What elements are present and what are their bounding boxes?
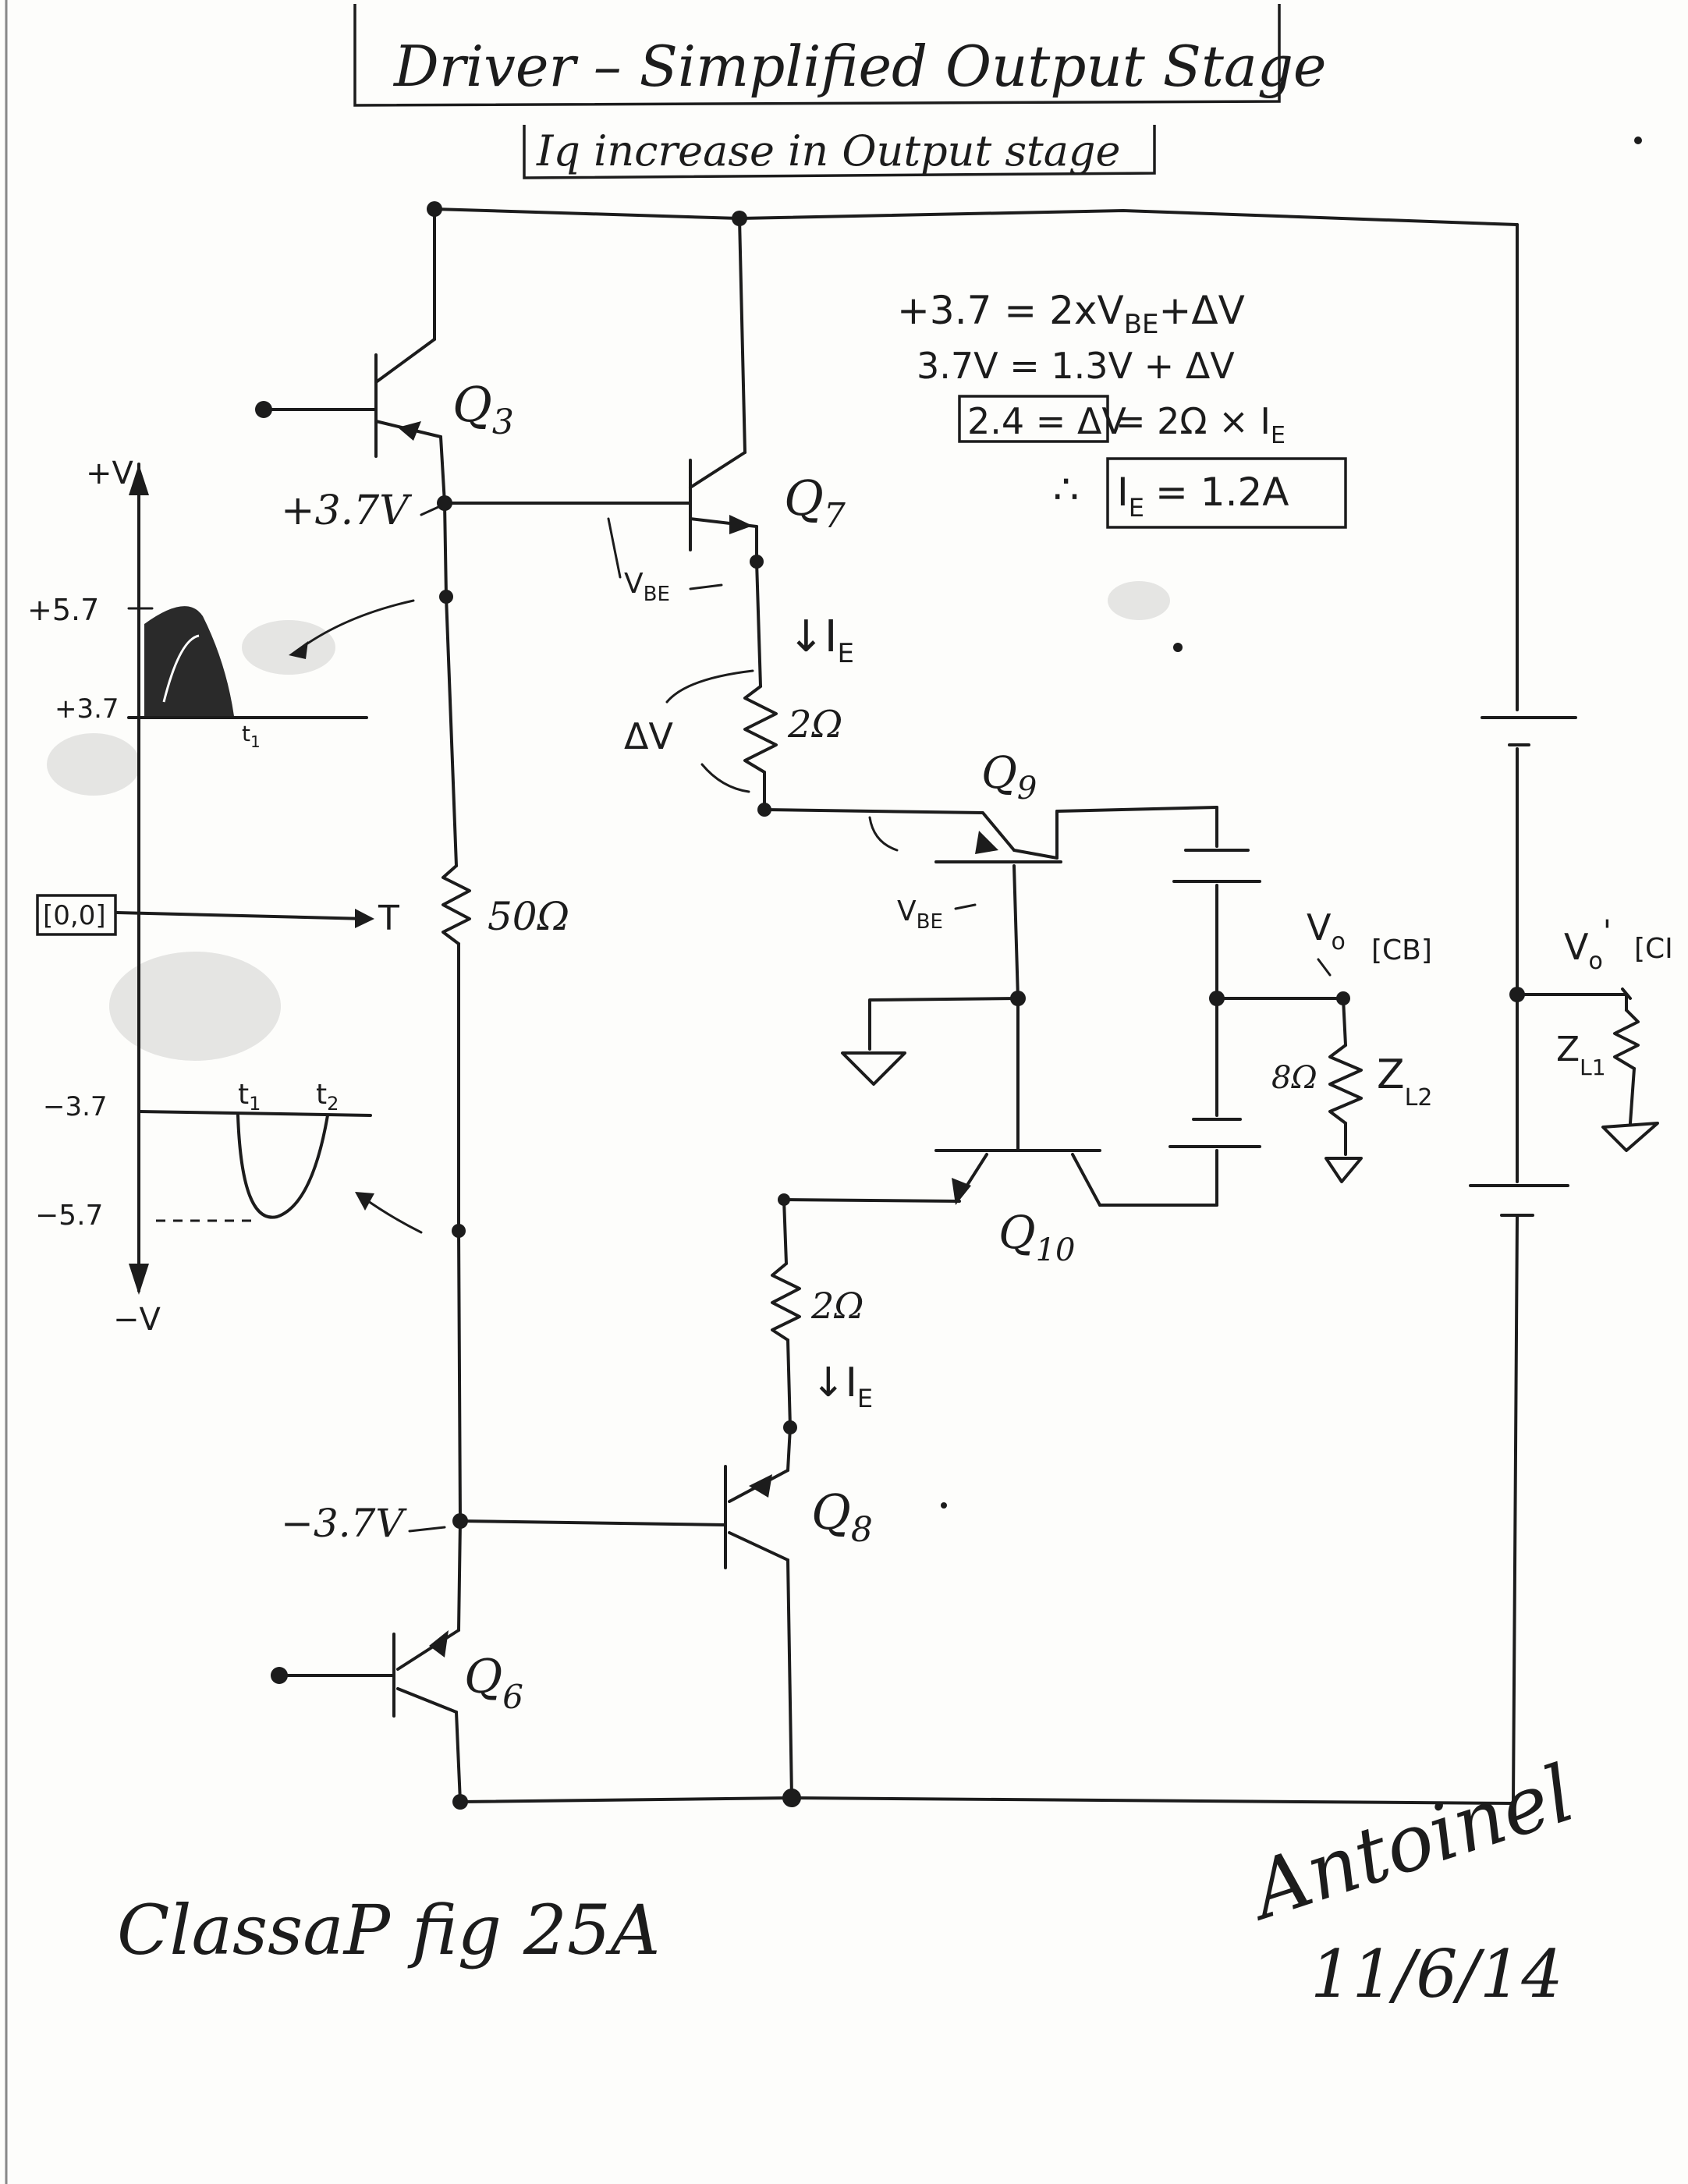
- transistor-q3: Q3: [255, 207, 514, 505]
- tick-minus-5-7: −5.7: [35, 1200, 103, 1232]
- date-label: 11/6/14: [1310, 1936, 1563, 2012]
- minus-3-7v-label: −3.7V: [281, 1501, 407, 1546]
- plus-v-label: +V: [86, 456, 134, 491]
- vbe-label-mid: VBE: [897, 895, 943, 934]
- transistor-q6: Q6: [271, 1519, 523, 1803]
- r-50ohm-label: 50Ω: [488, 894, 569, 939]
- r-2ohm-top-label: 2Ω: [787, 703, 842, 746]
- q7-label: Q7: [784, 470, 846, 536]
- therefore-symbol: ∴: [1053, 466, 1079, 513]
- equation-line-1: +3.7 = 2xVBE+ΔV: [897, 288, 1245, 340]
- emitter-resistor-top: ↓IE 2Ω ΔV: [624, 560, 854, 817]
- transistor-q8: Q8: [459, 1426, 873, 1799]
- title-block: Driver – Simplified Output Stage Iq incr…: [353, 4, 1327, 179]
- zl1-label: ZL1: [1556, 1030, 1606, 1080]
- transistor-q9: Q9 VBE: [763, 748, 1218, 1000]
- emitter-resistor-bottom: 2Ω ↓IE: [771, 1198, 873, 1434]
- ground-center: [841, 991, 1026, 1086]
- q10-label: Q10: [998, 1206, 1075, 1268]
- q3-label: Q3: [452, 376, 514, 442]
- figure-caption: ClassaP fig 25A: [117, 1890, 660, 1970]
- equations-block: +3.7 = 2xVBE+ΔV 3.7V = 1.3V + ΔV 2.4 = Δ…: [897, 288, 1347, 529]
- ie-label-top: ↓IE: [788, 612, 854, 669]
- output-ci: Vo' [CI ZL1: [1556, 914, 1673, 1152]
- vo-cb-label: Vo: [1307, 906, 1346, 956]
- scan-noise: [5, 0, 1642, 2184]
- vo-cb-tag: [CB]: [1371, 934, 1432, 966]
- top-rail: [427, 201, 1519, 226]
- tick-minus-3-7: −3.7: [43, 1091, 108, 1122]
- t1-top-label: t1: [242, 721, 261, 751]
- left-chain: 50Ω −3.7V: [281, 502, 569, 1546]
- equation-line-2: 3.7V = 1.3V + ΔV: [917, 345, 1235, 387]
- bottom-rail: [452, 1789, 1515, 1810]
- tick-plus-5-7: +5.7: [27, 593, 99, 627]
- vo-ci-label: Vo': [1564, 914, 1612, 975]
- q6-label: Q6: [464, 1650, 523, 1716]
- equation-line-4: IE= 1.2A: [1117, 470, 1289, 523]
- transistor-q10: Q10: [778, 997, 1218, 1268]
- t1-label: t1: [238, 1079, 261, 1115]
- center-batteries: [1168, 806, 1350, 1207]
- signature: Antoinel: [1236, 1747, 1585, 1938]
- delta-v-label: ΔV: [624, 715, 673, 757]
- zl2-label: ZL2: [1377, 1051, 1432, 1112]
- waveform-graph: +V −V +5.7 +3.7 t1 T [0,0] −3.7 t1 t2 −5…: [27, 456, 423, 1338]
- page-subtitle: Iq increase in Output stage: [536, 126, 1120, 176]
- minus-v-label: −V: [113, 1302, 161, 1338]
- t-marker: T: [378, 899, 399, 938]
- equation-line-3-boxed: 2.4 = ΔV: [967, 400, 1126, 442]
- r-2ohm-bottom-label: 2Ω: [810, 1285, 864, 1327]
- origin-label: [0,0]: [43, 900, 106, 931]
- vbe-label-top: VBE: [624, 568, 670, 606]
- page-title: Driver – Simplified Output Stage: [392, 34, 1327, 99]
- transistor-q7: +3.7V Q7 VBE: [281, 217, 846, 606]
- equation-line-3-tail: = 2Ω × IE: [1115, 400, 1286, 449]
- t2-label: t2: [316, 1079, 339, 1115]
- q8-label: Q8: [811, 1484, 873, 1550]
- footer: ClassaP fig 25A Antoinel 11/6/14: [117, 1747, 1584, 2012]
- tick-plus-3-7: +3.7: [55, 693, 119, 725]
- r-8ohm-label: 8Ω: [1271, 1060, 1317, 1096]
- output-cb: Vo [CB] 8Ω ZL2: [1271, 906, 1432, 1183]
- ie-label-bottom: ↓IE: [811, 1360, 873, 1413]
- q9-label: Q9: [981, 748, 1037, 807]
- right-rail-with-batteries: [1469, 223, 1632, 1803]
- plus-3-7v-label: +3.7V: [281, 488, 412, 534]
- vo-ci-tag: [CI: [1634, 933, 1673, 965]
